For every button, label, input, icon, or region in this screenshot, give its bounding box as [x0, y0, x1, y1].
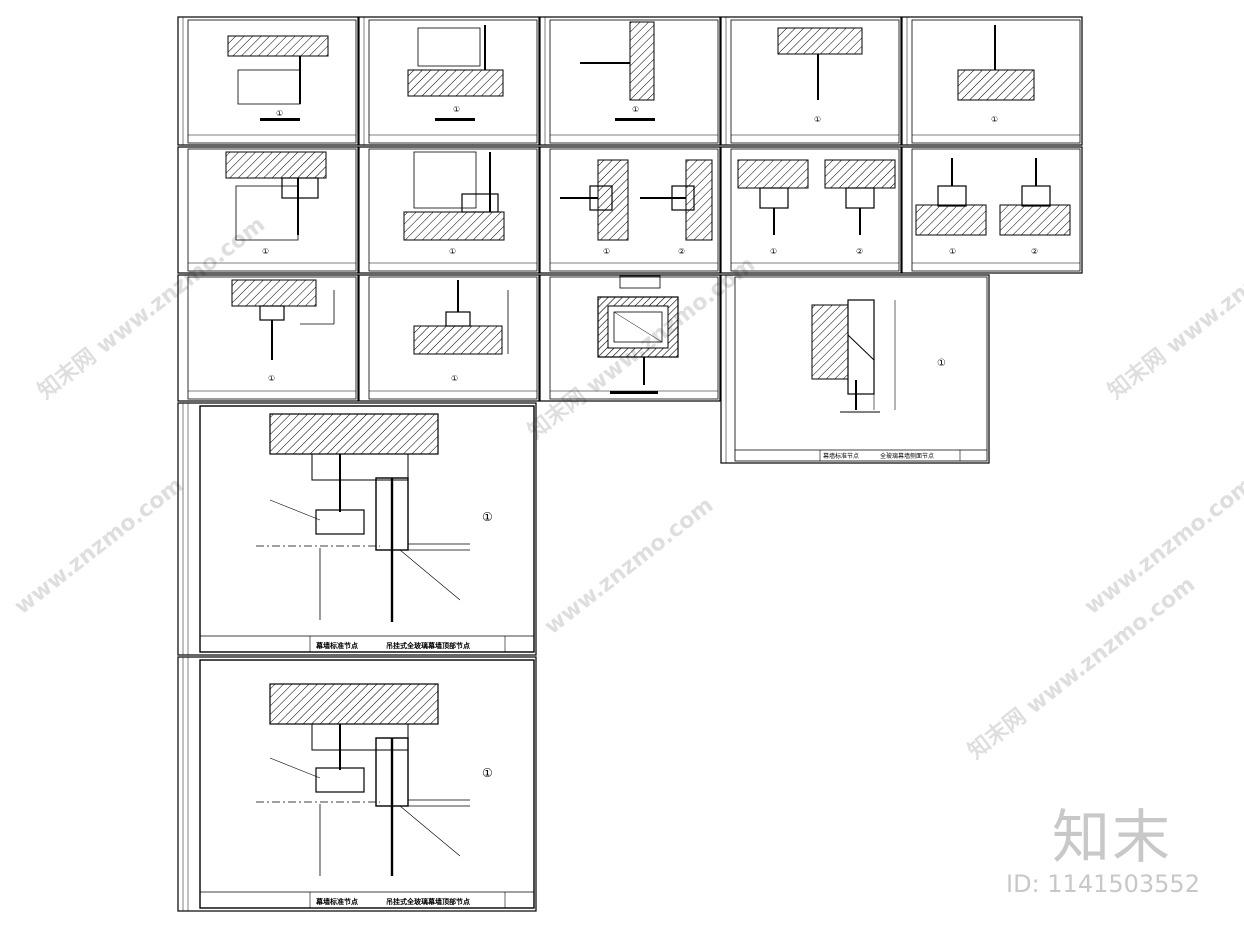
detail-marker: ①	[937, 358, 946, 369]
sheet-r3c1: ①	[177, 274, 359, 402]
sheet-r1c1: ①	[177, 16, 359, 146]
large-sheet-2-title-left: 幕墙标准节点	[315, 897, 358, 906]
detail-marker: ①	[603, 247, 610, 256]
detail-marker: ①	[268, 374, 275, 383]
large-sheet-1-title-left: 幕墙标准节点	[315, 641, 358, 650]
sheet-r3c2: ①	[358, 274, 540, 402]
detail-marker: ①	[482, 766, 493, 780]
right-sheet-title-left: 幕墙标准节点	[823, 452, 859, 460]
detail-marker: ①	[453, 105, 460, 114]
sheet-r1c3: ①	[539, 16, 721, 146]
sheet-right-side-node: 幕墙标准节点 全玻璃幕墙侧面节点 ①	[720, 274, 990, 464]
detail-marker: ①	[991, 115, 998, 124]
image-id-label: ID: 1141503552	[1006, 870, 1200, 898]
sheet-r2c2: ①	[358, 146, 540, 274]
sheet-r2c3: ① ②	[539, 146, 721, 274]
detail-marker-2: ②	[1031, 247, 1038, 256]
sheet-r1c4: ①	[720, 16, 902, 146]
sheet-r1c5: ①	[901, 16, 1083, 146]
detail-marker: ①	[770, 247, 777, 256]
detail-marker: ①	[949, 247, 956, 256]
detail-marker: ①	[449, 247, 456, 256]
right-sheet-title-main: 全玻璃幕墙侧面节点	[880, 452, 934, 460]
large-sheet-1-title-main: 吊挂式全玻璃幕墙顶部节点	[386, 641, 470, 650]
sheet-r2c5: ① ②	[901, 146, 1083, 274]
brand-logo-text: 知末	[1052, 803, 1173, 871]
detail-marker: ①	[814, 115, 821, 124]
large-sheet-1: 幕墙标准节点 吊挂式全玻璃幕墙顶部节点 ①	[177, 402, 537, 656]
detail-marker-2: ②	[678, 247, 685, 256]
detail-marker: ①	[276, 109, 283, 118]
large-sheet-2-title-main: 吊挂式全玻璃幕墙顶部节点	[386, 897, 470, 906]
sheet-r1c2: ①	[358, 16, 540, 146]
detail-marker: ①	[262, 247, 269, 256]
detail-marker: ①	[482, 510, 493, 524]
large-sheet-2: 幕墙标准节点 吊挂式全玻璃幕墙顶部节点 ①	[177, 656, 537, 912]
detail-marker-2: ②	[856, 247, 863, 256]
sheet-r3c3	[539, 274, 721, 402]
detail-marker: ①	[632, 105, 639, 114]
sheet-r2c4: ① ②	[720, 146, 902, 274]
sheet-r2c1: ①	[177, 146, 359, 274]
detail-marker: ①	[451, 374, 458, 383]
